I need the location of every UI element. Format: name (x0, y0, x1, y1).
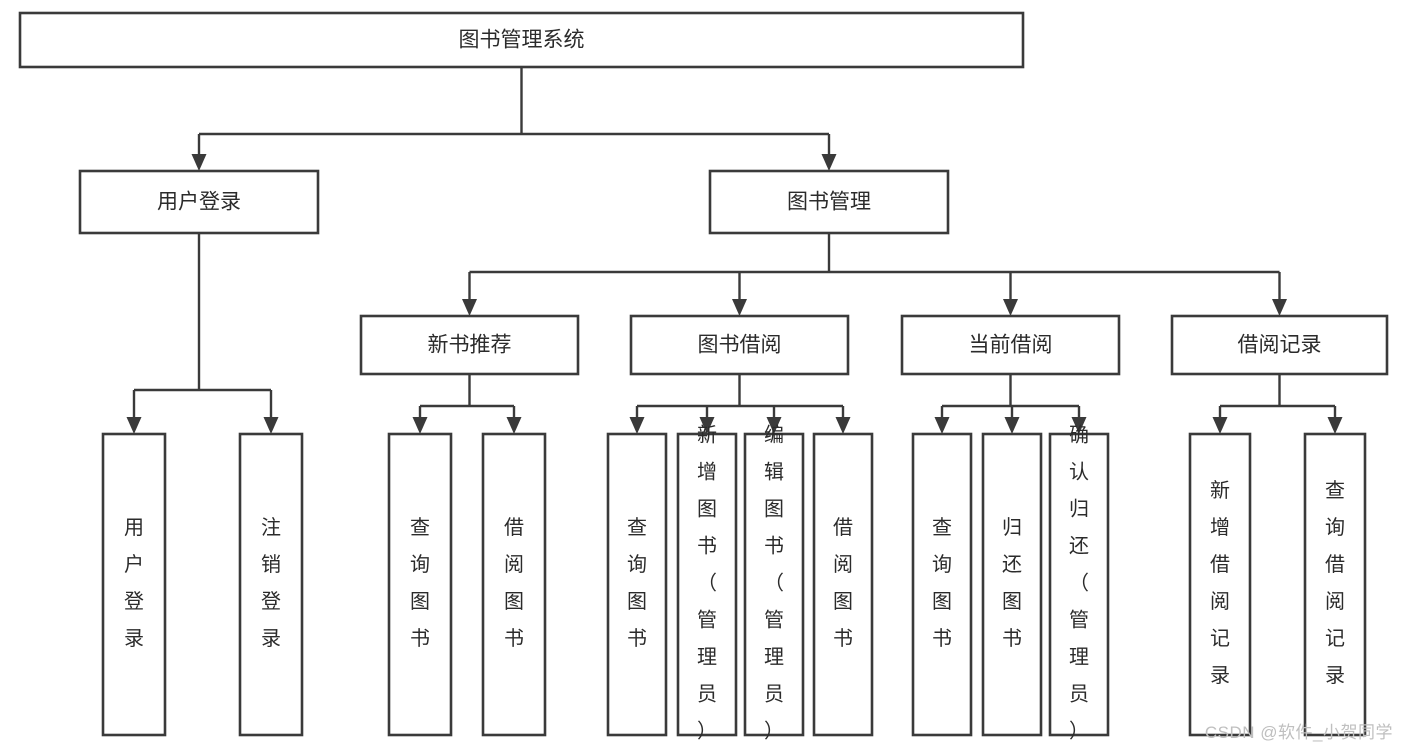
nodes-layer: 图书管理系统用户登录图书管理新书推荐图书借阅当前借阅借阅记录用户登录注销登录查询… (18, 11, 1389, 743)
arrow-head-new_book_rec-0 (412, 417, 428, 434)
arrow-head-new_book_rec-1 (506, 417, 522, 434)
node-label-new-book-rec: 新书推荐 (428, 334, 512, 357)
node-box-user-login (78, 169, 320, 235)
node-label-book-manage: 图书管理 (787, 191, 871, 214)
node-label-borrow-record: 借阅记录 (1238, 334, 1322, 357)
arrow-head-book_manage-2 (1003, 299, 1018, 316)
node-box-leaf-return-book (981, 432, 1043, 737)
node-leaf-query-record[interactable]: 查询借阅记录 (1303, 432, 1367, 737)
node-new-book-rec[interactable]: 新书推荐 (359, 314, 580, 376)
node-current-borrow[interactable]: 当前借阅 (900, 314, 1121, 376)
node-label-user-login: 用户登录 (157, 191, 241, 214)
node-box-leaf-query-record (1303, 432, 1367, 737)
node-label-current-borrow: 当前借阅 (969, 334, 1053, 357)
node-leaf-logout[interactable]: 注销登录 (238, 432, 304, 737)
node-label-leaf-query-book-2: 查询图书 (627, 516, 647, 650)
node-label-leaf-query-record: 查询借阅记录 (1325, 479, 1345, 687)
edges-layer (126, 67, 1343, 434)
node-box-leaf-user-login (101, 432, 167, 737)
node-leaf-return-book[interactable]: 归还图书 (981, 432, 1043, 737)
node-leaf-edit-book[interactable]: 编辑图书（管理员） (743, 424, 805, 743)
node-box-leaf-add-record (1188, 432, 1252, 737)
arrow-head-borrow_record-1 (1327, 417, 1343, 434)
csdn-watermark: CSDN @软件_小贺同学 (1204, 723, 1393, 742)
node-leaf-query-book-2[interactable]: 查询图书 (606, 432, 668, 737)
arrow-head-current_borrow-0 (934, 417, 950, 434)
node-box-leaf-borrow-book-1 (481, 432, 547, 737)
arrow-head-book_borrow-0 (629, 417, 645, 434)
node-book-borrow[interactable]: 图书借阅 (629, 314, 850, 376)
node-box-current-borrow (900, 314, 1121, 376)
node-label-leaf-confirm-return: 确认归还（管理员） (1069, 424, 1089, 743)
node-leaf-user-login[interactable]: 用户登录 (101, 432, 167, 737)
arrow-head-root-1 (821, 154, 837, 171)
node-leaf-add-book[interactable]: 新增图书（管理员） (676, 424, 738, 743)
arrow-head-book_manage-3 (1272, 299, 1287, 316)
node-user-login[interactable]: 用户登录 (78, 169, 320, 235)
node-label-leaf-user-login: 用户登录 (124, 517, 144, 650)
node-book-manage[interactable]: 图书管理 (708, 169, 950, 235)
node-borrow-record[interactable]: 借阅记录 (1170, 314, 1389, 376)
node-box-new-book-rec (359, 314, 580, 376)
node-label-leaf-add-record: 新增借阅记录 (1210, 479, 1230, 687)
node-label-leaf-add-book: 新增图书（管理员） (697, 424, 717, 743)
node-box-book-borrow (629, 314, 850, 376)
node-box-leaf-query-book-2 (606, 432, 668, 737)
node-box-leaf-add-book (676, 432, 738, 737)
arrow-head-book_borrow-3 (835, 417, 851, 434)
arrow-head-book_manage-0 (462, 299, 477, 316)
node-label-leaf-borrow-book-1: 借阅图书 (504, 516, 524, 650)
arrow-head-user_login-0 (126, 417, 142, 434)
node-leaf-query-book-3[interactable]: 查询图书 (911, 432, 973, 737)
node-leaf-borrow-book-2[interactable]: 借阅图书 (812, 432, 874, 737)
node-label-leaf-return-book: 归还图书 (1002, 516, 1022, 650)
node-box-leaf-query-book-3 (911, 432, 973, 737)
node-label-leaf-borrow-book-2: 借阅图书 (833, 516, 853, 650)
node-leaf-query-book-1[interactable]: 查询图书 (387, 432, 453, 737)
arrow-head-current_borrow-1 (1004, 417, 1020, 434)
node-box-root (18, 11, 1025, 69)
node-label-leaf-query-book-3: 查询图书 (932, 516, 952, 650)
arrow-head-root-0 (191, 154, 207, 171)
node-label-leaf-edit-book: 编辑图书（管理员） (764, 424, 784, 743)
arrow-head-book_manage-1 (732, 299, 747, 316)
node-leaf-borrow-book-1[interactable]: 借阅图书 (481, 432, 547, 737)
node-root[interactable]: 图书管理系统 (18, 11, 1025, 69)
node-box-leaf-logout (238, 432, 304, 737)
node-box-borrow-record (1170, 314, 1389, 376)
node-box-leaf-confirm-return (1048, 432, 1110, 737)
node-label-leaf-logout: 注销登录 (261, 516, 281, 650)
node-label-leaf-query-book-1: 查询图书 (410, 516, 430, 650)
node-box-leaf-edit-book (743, 432, 805, 737)
node-label-root: 图书管理系统 (459, 29, 585, 52)
arrow-head-book_borrow-2 (766, 417, 782, 434)
node-box-book-manage (708, 169, 950, 235)
node-leaf-add-record[interactable]: 新增借阅记录 (1188, 432, 1252, 737)
node-box-leaf-borrow-book-2 (812, 432, 874, 737)
arrow-head-current_borrow-2 (1071, 417, 1087, 434)
node-box-leaf-query-book-1 (387, 432, 453, 737)
node-leaf-confirm-return[interactable]: 确认归还（管理员） (1048, 424, 1110, 743)
node-label-book-borrow: 图书借阅 (698, 334, 782, 357)
arrow-head-user_login-1 (263, 417, 279, 434)
arrow-head-book_borrow-1 (699, 417, 715, 434)
arrow-head-borrow_record-0 (1212, 417, 1228, 434)
